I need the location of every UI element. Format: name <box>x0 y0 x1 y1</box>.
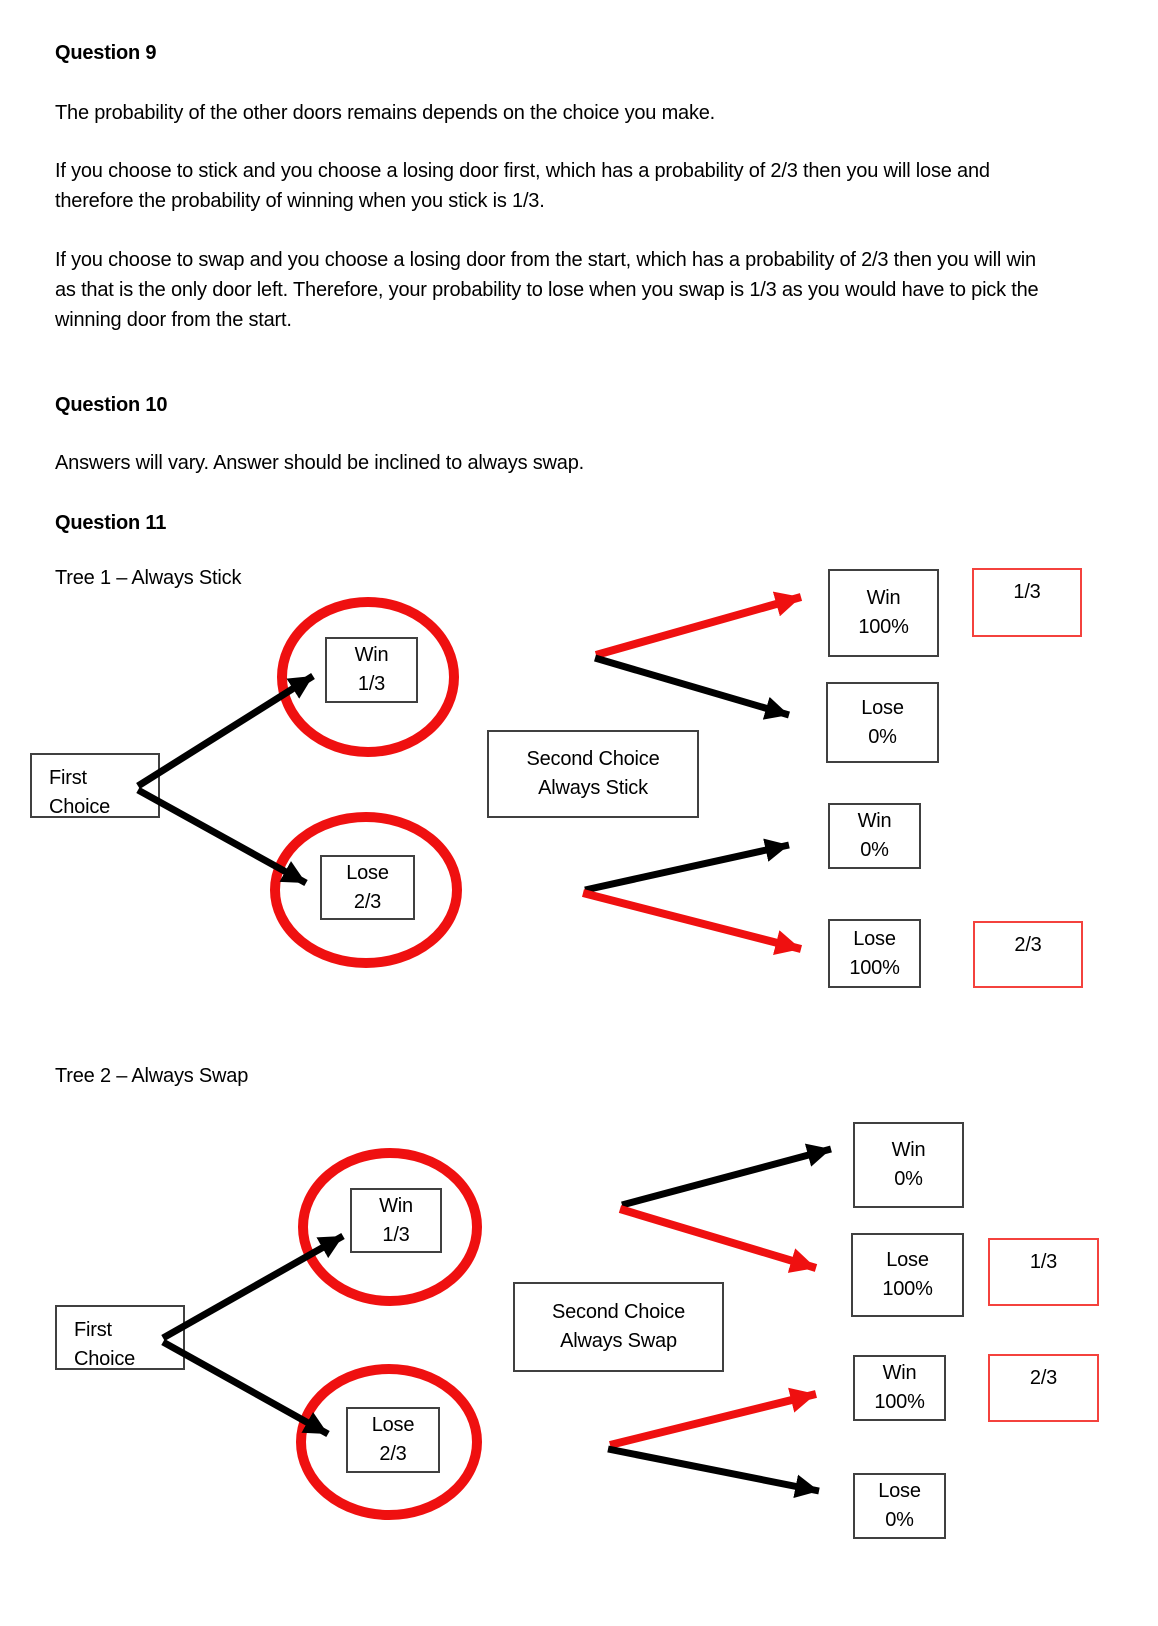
tree2-outcome-lose100-box: Lose 100% <box>851 1233 964 1317</box>
tree2-win-branch-box: Win 1/3 <box>350 1188 442 1253</box>
question-9-paragraph-3: If you choose to swap and you choose a l… <box>55 249 1039 331</box>
tree1-outcome-win0-line1: Win <box>857 810 892 832</box>
tree1-arrow-first-to-lose <box>136 786 308 887</box>
tree2-outcome-lose0-line1: Lose <box>878 1480 921 1502</box>
tree2-second-choice-box: Second Choice Always Swap <box>513 1282 724 1372</box>
tree2-first-choice-box: First Choice <box>55 1305 185 1370</box>
tree2-second-choice-line1: Second Choice <box>551 1301 686 1323</box>
tree1-lose-branch-line1: Lose <box>346 861 389 884</box>
tree1-second-choice-line1: Second Choice <box>526 748 660 770</box>
tree2-outcome-win0-line1: Win <box>891 1139 926 1161</box>
tree1-win-branch-line2: 1/3 <box>357 673 386 695</box>
tree2-lose-branch-line1: Lose <box>371 1414 415 1436</box>
tree1-second-choice-box: Second Choice Always Stick <box>487 730 699 818</box>
question-10-paragraph-1: Answers will vary. Answer should be incl… <box>55 452 584 474</box>
tree2-win-branch-line2: 1/3 <box>382 1223 410 1246</box>
tree2-probability-bottom-box: 2/3 <box>988 1354 1099 1422</box>
tree1-title: Tree 1 – Always Stick <box>55 567 242 589</box>
tree1-second-choice-line2: Always Stick <box>538 777 648 799</box>
tree2-arrow-swap-to-win0 <box>621 1143 832 1209</box>
question-9-paragraph-2: If you choose to stick and you choose a … <box>55 160 990 212</box>
tree2-arrow-swap-to-win100 <box>609 1387 817 1449</box>
tree1-outcome-lose0-line1: Lose <box>861 696 904 719</box>
tree2-outcome-win100-line2: 100% <box>874 1391 925 1413</box>
tree2-second-choice-line2: Always Swap <box>560 1330 677 1352</box>
tree2-probability-bottom-value: 2/3 <box>1029 1367 1058 1389</box>
tree1-first-choice-box: First Choice <box>30 753 160 818</box>
tree1-outcome-lose100-line2: 100% <box>849 956 900 979</box>
tree2-outcome-lose0-box: Lose 0% <box>853 1473 946 1539</box>
tree2-outcome-lose100-line2: 100% <box>882 1278 933 1300</box>
tree1-lose-branch-box: Lose 2/3 <box>320 855 415 920</box>
tree1-outcome-win100-line2: 100% <box>858 616 909 638</box>
tree1-outcome-lose0-line2: 0% <box>868 725 897 748</box>
tree1-win-branch-box: Win 1/3 <box>325 637 418 703</box>
question-9-paragraph-1: The probability of the other doors remai… <box>55 102 716 124</box>
tree2-lose-branch-box: Lose 2/3 <box>346 1407 440 1473</box>
tree1-win-branch-line1: Win <box>354 644 389 666</box>
tree2-probability-top-value: 1/3 <box>1029 1251 1058 1273</box>
tree1-outcome-win0-line2: 0% <box>860 839 889 861</box>
tree1-first-choice-line1: First <box>49 767 87 789</box>
tree2-arrow-first-to-lose <box>161 1338 330 1438</box>
tree1-outcome-win100-line1: Win <box>866 587 901 609</box>
tree2-title: Tree 2 – Always Swap <box>55 1065 249 1087</box>
tree2-outcome-win100-line1: Win <box>882 1362 917 1384</box>
tree1-outcome-lose100-box: Lose 100% <box>828 919 921 988</box>
tree2-probability-top-box: 1/3 <box>988 1238 1099 1306</box>
tree2-outcome-win0-box: Win 0% <box>853 1122 964 1208</box>
tree1-probability-bottom-value: 2/3 <box>1014 934 1042 956</box>
tree2-first-choice-line1: First <box>74 1319 112 1341</box>
question-10-heading: Question 10 <box>55 394 168 416</box>
tree1-outcome-win100-box: Win 100% <box>828 569 939 657</box>
tree1-probability-bottom-box: 2/3 <box>973 921 1083 988</box>
tree1-arrow-first-to-win <box>136 673 315 789</box>
tree2-arrow-swap-to-lose100 <box>618 1205 818 1273</box>
tree2-first-choice-line2: Choice <box>74 1348 136 1370</box>
tree1-probability-top-value: 1/3 <box>1013 581 1041 603</box>
tree2-arrow-first-to-win <box>161 1232 345 1342</box>
tree1-first-choice-line2: Choice <box>49 796 111 818</box>
tree2-outcome-lose0-line2: 0% <box>885 1509 914 1531</box>
tree2-outcome-win100-box: Win 100% <box>853 1355 946 1421</box>
question-11-heading: Question 11 <box>55 512 167 534</box>
question-9-heading: Question 9 <box>55 42 157 64</box>
tree1-arrow-stick-to-win100 <box>594 591 803 659</box>
tree2-win-branch-line1: Win <box>379 1194 413 1217</box>
tree1-outcome-lose0-box: Lose 0% <box>826 682 939 763</box>
tree2-outcome-win0-line2: 0% <box>894 1168 923 1190</box>
tree1-probability-top-box: 1/3 <box>972 568 1082 637</box>
tree2-lose-branch-line2: 2/3 <box>379 1443 407 1465</box>
tree1-outcome-win0-box: Win 0% <box>828 803 921 869</box>
tree2-outcome-lose100-line1: Lose <box>886 1249 929 1271</box>
tree1-outcome-lose100-line1: Lose <box>853 927 896 950</box>
tree1-lose-branch-line2: 2/3 <box>353 890 382 913</box>
tree2-arrow-swap-to-lose0 <box>607 1445 820 1499</box>
tree1-arrow-stick-to-win0 <box>584 838 790 894</box>
tree1-arrow-stick-to-lose100 <box>582 889 802 956</box>
tree1-arrow-stick-to-lose0 <box>594 654 790 720</box>
